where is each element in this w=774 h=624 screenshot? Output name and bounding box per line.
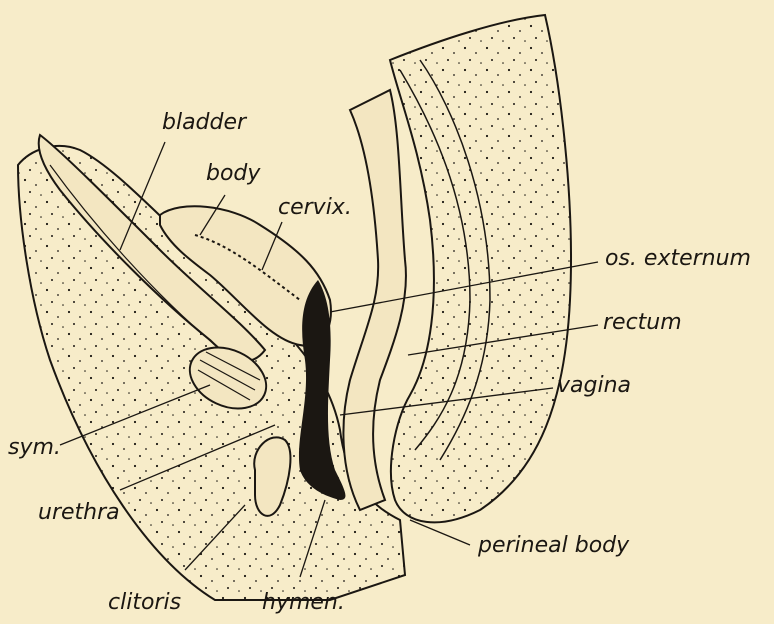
label-body: body bbox=[206, 163, 260, 185]
label-sym: sym. bbox=[8, 437, 61, 459]
label-rectum: rectum bbox=[603, 312, 682, 334]
label-hymen: hymen. bbox=[262, 592, 345, 614]
label-urethra: urethra bbox=[38, 502, 120, 524]
label-clitoris: clitoris bbox=[108, 592, 181, 614]
label-vagina: vagina bbox=[557, 375, 631, 397]
label-bladder: bladder bbox=[162, 112, 246, 134]
label-cervix: cervix. bbox=[278, 197, 352, 219]
label-perineal-body: perineal body bbox=[478, 535, 629, 557]
label-os-externum: os. externum bbox=[605, 248, 751, 270]
